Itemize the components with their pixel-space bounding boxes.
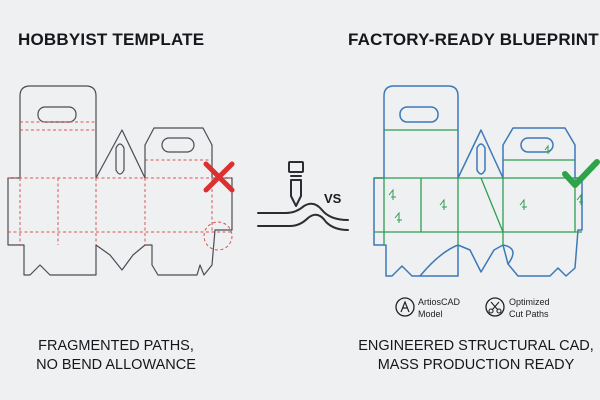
scissors-icon-frame — [485, 297, 505, 317]
bend-mark — [439, 198, 447, 210]
left-caption: FRAGMENTED PATHS, NO BEND ALLOWANCE — [16, 337, 216, 375]
problem-highlight-circle — [203, 221, 233, 251]
cad-logo-glyph — [400, 300, 410, 313]
factory-crease-lines — [374, 129, 582, 245]
factory-dieline — [373, 85, 583, 277]
right-caption: ENGINEERED STRUCTURAL CAD, MASS PRODUCTI… — [352, 337, 600, 375]
crease-line — [480, 177, 504, 233]
cad-logo-icon — [395, 297, 415, 317]
badge-artioscad: ArtiosCAD Model — [395, 297, 461, 319]
bend-mark — [576, 193, 583, 205]
scissors-icon — [488, 301, 502, 314]
vs-label: VS — [324, 191, 342, 206]
green-check-icon — [562, 159, 600, 188]
factory-curve — [419, 244, 459, 277]
hobbyist-fold-lines — [8, 121, 232, 245]
factory-slot — [476, 143, 486, 175]
bend-mark — [388, 188, 396, 200]
factory-outline — [373, 85, 583, 277]
left-title: HOBBYIST TEMPLATE — [18, 30, 205, 49]
right-caption-line1: ENGINEERED STRUCTURAL CAD, — [358, 338, 594, 354]
hobbyist-slot — [115, 143, 125, 175]
bend-mark — [544, 144, 550, 154]
badge-artioscad-line2: Model — [418, 309, 443, 319]
badge-optimized-line1: Optimized — [509, 297, 550, 307]
cutting-blade-icon — [257, 161, 349, 231]
hobbyist-outline — [7, 85, 233, 276]
bend-allowance-marks — [388, 144, 583, 223]
right-title: FACTORY-READY BLUEPRINT — [348, 30, 599, 49]
hobbyist-dieline — [7, 85, 233, 276]
badge-optimized-line2: Cut Paths — [509, 309, 549, 319]
hobbyist-handle-right — [161, 137, 195, 153]
left-caption-line1: FRAGMENTED PATHS, — [38, 338, 194, 354]
badge-optimized: Optimized Cut Paths — [485, 297, 550, 319]
badge-artioscad-line1: ArtiosCAD — [418, 297, 461, 307]
factory-handle-right — [520, 137, 554, 153]
left-caption-line2: NO BEND ALLOWANCE — [36, 357, 196, 373]
bend-mark — [519, 198, 527, 210]
factory-curve — [502, 244, 514, 265]
bend-mark — [394, 211, 402, 223]
hobbyist-handle-left — [37, 106, 77, 123]
factory-handle-left — [399, 106, 439, 123]
red-x-icon — [203, 161, 235, 193]
right-caption-line2: MASS PRODUCTION READY — [377, 357, 575, 373]
